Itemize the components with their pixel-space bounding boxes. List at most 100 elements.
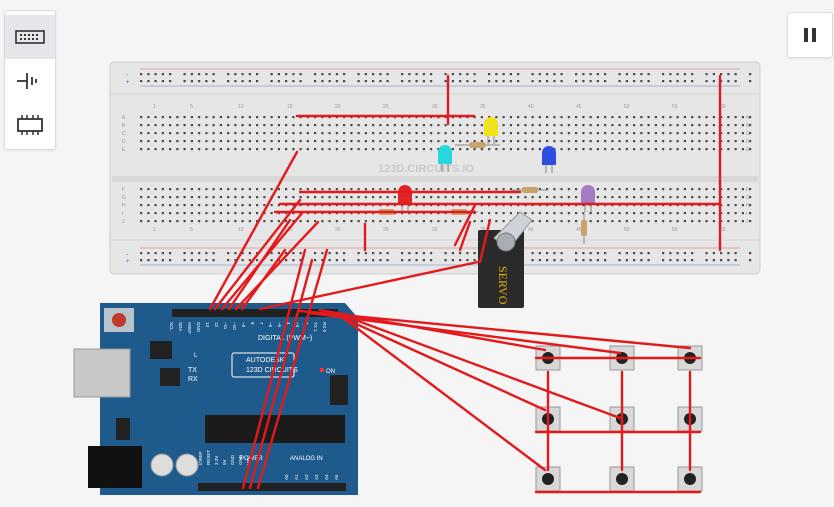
- column-number: 10: [238, 227, 244, 233]
- digital-pin-label: 7: [259, 322, 264, 325]
- digital-label: DIGITAL (PWM~): [258, 335, 312, 342]
- wire[interactable]: [258, 260, 480, 311]
- wire[interactable]: [348, 316, 622, 420]
- wire[interactable]: [227, 218, 292, 311]
- wire[interactable]: [248, 258, 314, 490]
- wire[interactable]: [478, 218, 492, 264]
- wire[interactable]: [308, 311, 622, 355]
- reset-button[interactable]: [112, 313, 126, 327]
- power-pin-label: 5V: [222, 459, 227, 465]
- wires: [208, 74, 722, 494]
- rx-label: RX: [188, 376, 198, 383]
- power-analog-header: [198, 483, 346, 491]
- breadboard-tool-button[interactable]: [5, 15, 55, 59]
- row-letter: I: [122, 211, 123, 217]
- row-letter: H: [122, 203, 126, 209]
- column-number: 1: [153, 104, 156, 110]
- column-number: 30: [432, 227, 438, 233]
- column-number: 25: [383, 227, 389, 233]
- row-letter: A: [746, 115, 750, 121]
- power-pin-label: GND: [238, 454, 243, 465]
- led[interactable]: [484, 117, 498, 136]
- led[interactable]: [581, 185, 595, 204]
- component-icon: [17, 73, 37, 89]
- breadboard[interactable]: 1155101015152020252530303535404045455050…: [109, 61, 761, 275]
- wire[interactable]: [458, 220, 472, 252]
- led[interactable]: [398, 185, 412, 204]
- analog-label: ANALOG IN: [290, 456, 323, 462]
- row-letter: E: [746, 147, 750, 153]
- row-letter: C: [746, 131, 750, 137]
- rail-minus-label: -: [126, 72, 128, 78]
- led[interactable]: [438, 145, 452, 164]
- pause-button[interactable]: [787, 12, 833, 58]
- resistor[interactable]: [581, 220, 587, 236]
- analog-pin-label: A1: [294, 474, 299, 480]
- power-pin-label: 3.3V: [214, 456, 219, 465]
- column-number: 40: [528, 104, 534, 110]
- wire[interactable]: [256, 248, 329, 490]
- pushbutton-cap: [684, 473, 696, 485]
- wire[interactable]: [298, 309, 692, 350]
- led[interactable]: [542, 146, 556, 165]
- row-letter: D: [122, 139, 126, 145]
- digital-pin-label: RX 0: [322, 322, 327, 333]
- column-number: 50: [624, 227, 630, 233]
- servo-label: SERVO: [496, 266, 510, 305]
- usb-port: [73, 348, 131, 398]
- arduino-board[interactable]: AUTODESK 123D CIRCUITS DIGITAL (PWM~) AN…: [73, 303, 358, 495]
- wire[interactable]: [208, 150, 299, 311]
- brand-autodesk: AUTODESK: [246, 357, 285, 364]
- digital-pin-label: SDA: [178, 322, 183, 331]
- pushbutton-cap: [616, 473, 628, 485]
- analog-pin-label: A3: [314, 474, 319, 480]
- digital-pin-label: ~10: [232, 322, 237, 330]
- power-pin-label: RESET: [206, 450, 211, 465]
- wire[interactable]: [213, 198, 302, 311]
- wire[interactable]: [241, 248, 307, 490]
- row-letter: I: [746, 211, 747, 217]
- digital-pin-label: SCL: [169, 322, 174, 331]
- analog-pin-label: A2: [304, 474, 309, 480]
- wire[interactable]: [328, 310, 547, 412]
- tx-label: TX: [188, 367, 197, 374]
- column-number: 5: [190, 227, 193, 233]
- wire[interactable]: [453, 203, 477, 247]
- digital-pin-label: GND: [196, 322, 201, 333]
- breadboard-icon: [15, 30, 45, 44]
- digital-pin-label: ~3: [295, 322, 300, 328]
- servo-motor[interactable]: SERVO: [478, 211, 533, 308]
- resistor[interactable]: [469, 142, 486, 148]
- resistor[interactable]: [522, 187, 538, 193]
- column-number: 30: [432, 104, 438, 110]
- row-letter: E: [122, 147, 126, 153]
- chip-tool-button[interactable]: [5, 103, 55, 147]
- row-letter: B: [122, 123, 126, 129]
- digital-pin-label: 13: [205, 322, 210, 328]
- brand-123d: 123D CIRCUITS: [246, 367, 298, 374]
- rail-plus-label: +: [126, 80, 130, 86]
- digital-pin-label: AREF: [187, 322, 192, 334]
- column-number: 20: [335, 104, 341, 110]
- column-number: 45: [576, 104, 582, 110]
- row-letter: J: [122, 219, 125, 225]
- l-label: L: [194, 353, 198, 359]
- column-number: 50: [624, 104, 630, 110]
- component-tool-button[interactable]: [5, 59, 55, 103]
- toolbar: [4, 10, 56, 150]
- row-letter: C: [122, 131, 126, 137]
- wire[interactable]: [240, 248, 287, 311]
- rail-minus-label: -: [126, 252, 128, 258]
- pause-icon: [804, 28, 816, 42]
- digital-pin-label: 4: [286, 322, 291, 325]
- row-letter: B: [746, 123, 750, 129]
- wire[interactable]: [336, 312, 547, 472]
- column-number: 35: [480, 104, 486, 110]
- digital-pin-label: TX 1: [313, 322, 318, 332]
- column-number: 20: [335, 227, 341, 233]
- wire[interactable]: [234, 220, 320, 311]
- row-letter: G: [122, 195, 126, 201]
- row-letter: J: [746, 219, 749, 225]
- column-number: 55: [672, 104, 678, 110]
